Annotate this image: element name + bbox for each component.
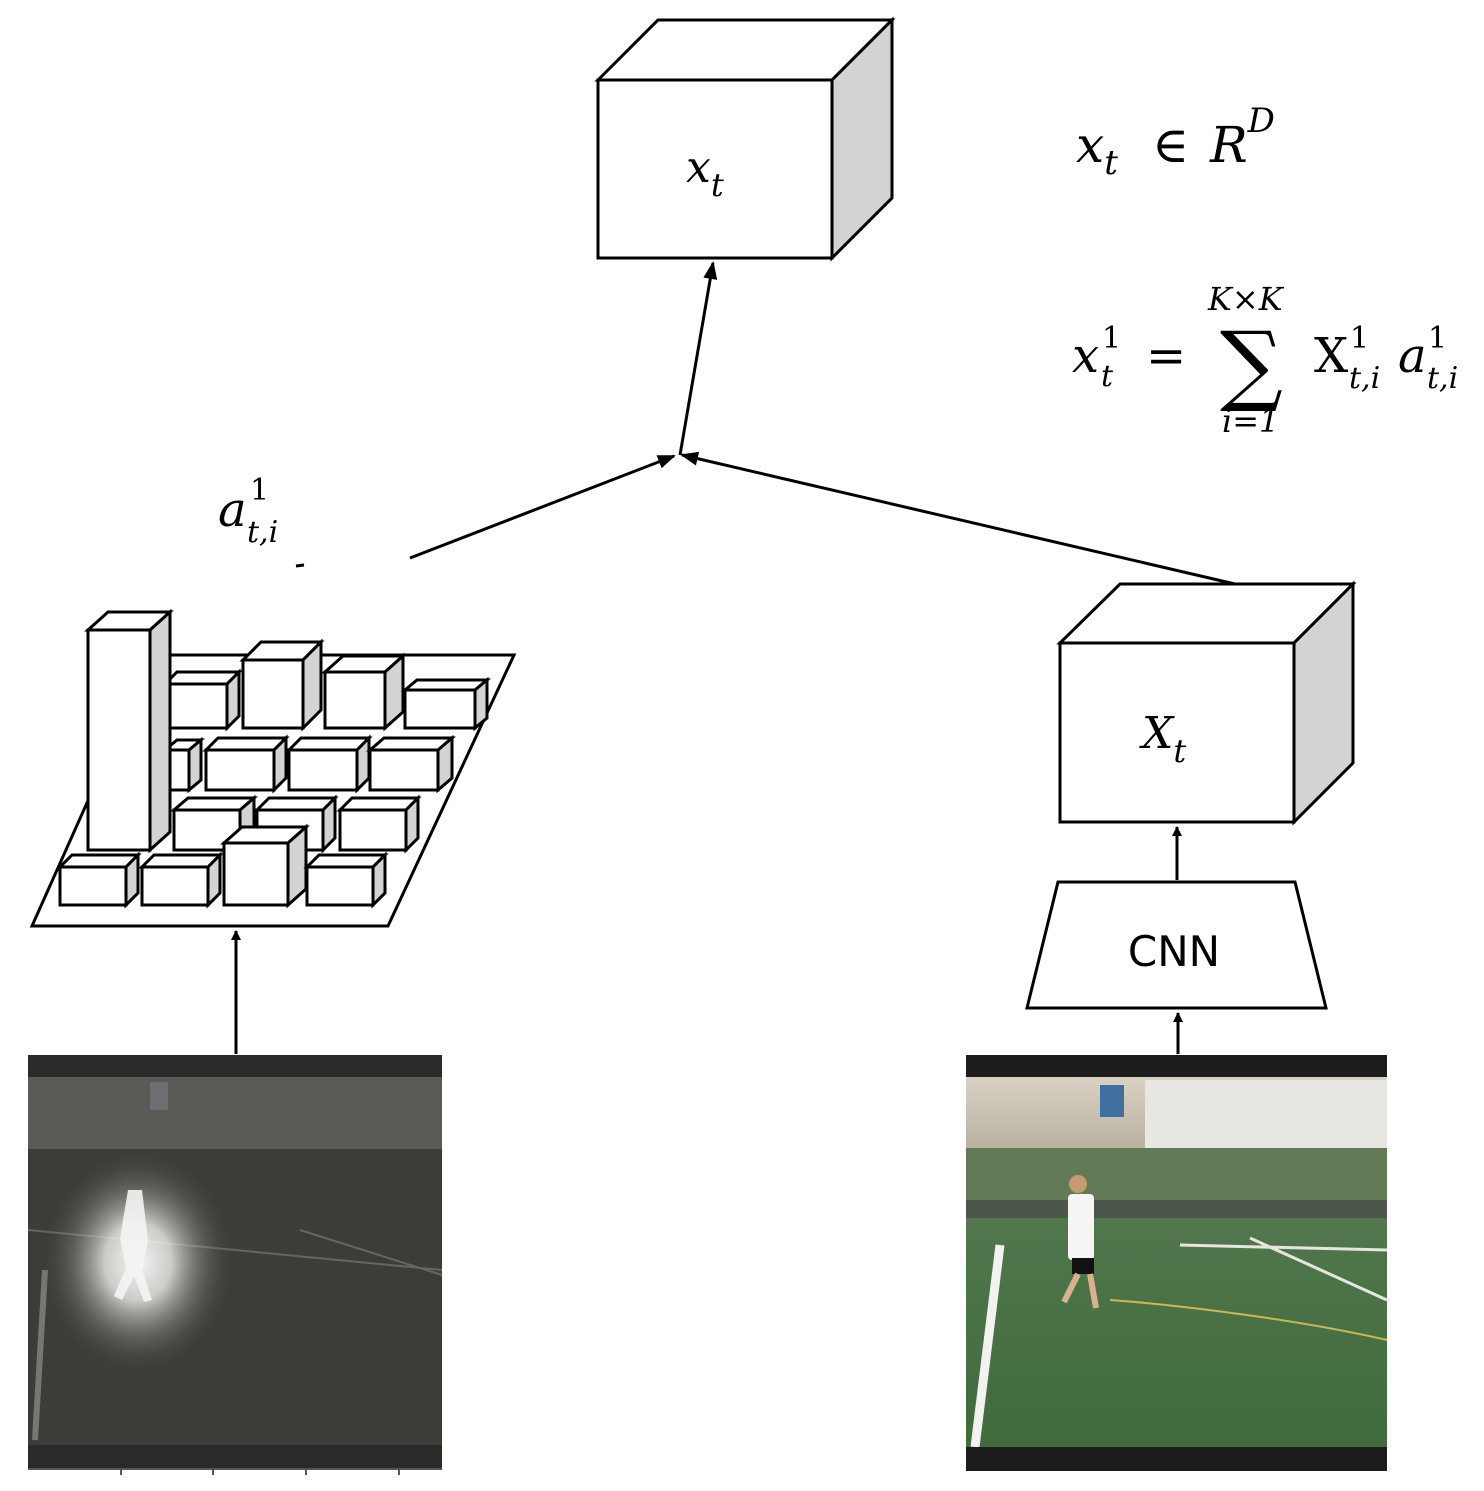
- video-frame: [966, 1055, 1388, 1471]
- weight-bar-front: [140, 865, 210, 907]
- sum-term1-sup: 1: [1350, 321, 1369, 356]
- attention-frame-building: [28, 1077, 442, 1149]
- attended-player: [114, 1190, 152, 1302]
- attention-label-base: a: [218, 482, 247, 538]
- cnn-block: CNN: [1025, 880, 1328, 1010]
- weight-bar: [84, 608, 174, 854]
- weight-bar-front: [58, 865, 128, 907]
- attention-label-sup: 1: [250, 473, 269, 508]
- weight-bar: [239, 638, 325, 732]
- video-frame-bottom-bar: [966, 1447, 1387, 1471]
- weight-bar: [220, 823, 310, 909]
- arrow-from-attention: [409, 454, 676, 560]
- attention-label-sub: t,i: [247, 515, 278, 550]
- output-label: xt: [686, 142, 724, 204]
- video-frame-sideline: [970, 1244, 1005, 1448]
- attention-map-frame: [27, 1055, 443, 1475]
- weight-bar: [303, 851, 389, 909]
- cnn-trapezoid: [1025, 880, 1328, 1010]
- attention-frame-sideline: [32, 1269, 48, 1441]
- output-cube-front: [596, 78, 834, 260]
- video-frame-yellow-line: [1109, 1299, 1388, 1341]
- video-frame-window: [1100, 1085, 1124, 1117]
- sum-term2-sup: 1: [1428, 321, 1447, 356]
- dim-lhs: xt: [1076, 116, 1118, 183]
- weight-bar-front: [163, 682, 229, 730]
- output-cube: xt: [594, 16, 896, 262]
- weight-bar: [285, 734, 373, 794]
- feature-cube: Xt: [1056, 580, 1357, 826]
- attention-label: a 1 t,i: [218, 473, 305, 568]
- sum-lower-limit: i=1: [1222, 402, 1279, 440]
- weight-bar: [138, 851, 224, 909]
- attention-frame-line-2: [299, 1229, 443, 1276]
- sum-equation: x 1 t = K×K ∑ i=1 X 1 t,i a 1 t,i: [1072, 280, 1458, 440]
- weight-bar: [321, 652, 407, 732]
- cnn-label: CNN: [1128, 927, 1220, 976]
- weight-bar-front: [86, 628, 152, 852]
- video-frame-track: [966, 1200, 1387, 1218]
- weight-bar-side: [148, 608, 172, 854]
- weight-bar: [365, 734, 457, 794]
- weight-bar-side: [225, 668, 241, 732]
- attention-weight-grid: [29, 608, 517, 928]
- video-frame-line-2: [1249, 1236, 1388, 1302]
- sum-lhs-sub: t: [1101, 359, 1114, 394]
- sum-term1-base: X: [1314, 328, 1348, 384]
- weight-bar-front: [204, 748, 276, 792]
- weight-bar: [400, 676, 492, 732]
- sigma-symbol: ∑: [1220, 312, 1283, 415]
- attention-frame-bottom-bar: [28, 1445, 442, 1469]
- sum-lhs-base: x: [1072, 328, 1099, 384]
- attention-frame-axis-ticks: [28, 1468, 442, 1475]
- sum-upper-limit: K×K: [1207, 280, 1285, 318]
- feature-label: Xt: [1139, 708, 1186, 770]
- attention-frame-top-bar: [28, 1055, 442, 1077]
- weight-bar: [56, 851, 142, 909]
- weight-bar-front: [368, 748, 440, 792]
- weight-bar-front: [403, 688, 477, 730]
- weight-bar-front: [305, 865, 375, 907]
- weight-bar-front: [338, 808, 408, 852]
- weight-bars: [56, 608, 492, 909]
- weight-bar: [202, 734, 290, 794]
- sum-equals: =: [1146, 328, 1186, 384]
- video-frame-line-1: [1179, 1243, 1388, 1252]
- weight-bar-front: [287, 748, 359, 792]
- video-frame-field-far: [966, 1148, 1387, 1200]
- weight-bar-front: [323, 670, 387, 730]
- sum-term2-base: a: [1398, 328, 1427, 384]
- weight-bar-side: [187, 736, 203, 794]
- weight-bar-side: [473, 676, 489, 732]
- arrow-from-features: [680, 451, 1236, 586]
- feature-cube-front: [1058, 641, 1296, 824]
- video-frame-trailer: [1145, 1080, 1387, 1148]
- weight-bar-side: [286, 823, 308, 909]
- weight-bar: [336, 794, 422, 854]
- weight-bar: [169, 794, 259, 854]
- dimension-equation: xt ∈ RD: [1076, 101, 1275, 183]
- weight-bar-front: [241, 658, 305, 730]
- dim-rhs: RD: [1209, 101, 1275, 174]
- sum-lhs-sup: 1: [1102, 321, 1121, 356]
- player: [1061, 1175, 1099, 1309]
- weight-bar: [161, 668, 243, 732]
- sum-term2-sub: t,i: [1427, 361, 1458, 396]
- attention-label-tick: [295, 563, 305, 568]
- attention-frame-window: [150, 1082, 168, 1110]
- weight-bar-front: [222, 841, 290, 907]
- sum-term1-sub: t,i: [1349, 361, 1380, 396]
- dim-relation: ∈: [1152, 116, 1189, 174]
- arrow-to-output: [678, 261, 718, 456]
- merge-arrows: [409, 261, 1236, 586]
